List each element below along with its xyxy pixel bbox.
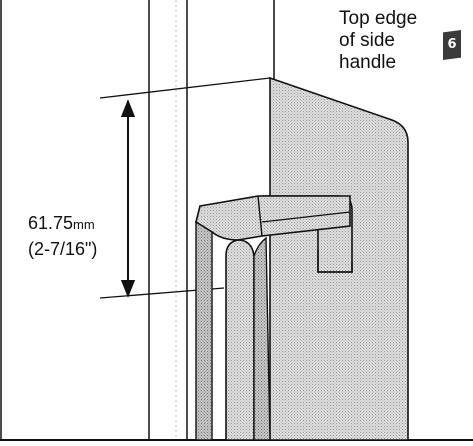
handle-arm-slot — [317, 250, 353, 273]
extension-line-top — [99, 77, 271, 99]
handle-grip-front — [225, 239, 255, 441]
callout-line-1: Top edge — [339, 8, 418, 29]
dimension-imperial: (2-7/16") — [28, 239, 98, 259]
dimension-value: 61.75 — [28, 213, 74, 233]
handle-grip-edge — [253, 236, 271, 441]
step-badge: 6 — [443, 30, 461, 60]
callout-line-2: of side — [339, 30, 395, 51]
dimension-label: 61.75mm (2-7/16") — [28, 211, 97, 261]
handle-top-edge — [257, 195, 263, 237]
dimension-metric: 61.75mm — [28, 211, 97, 237]
callout-label: Top edge of side handle — [339, 8, 417, 74]
dimension-unit: mm — [73, 217, 95, 232]
handle-grip-side — [195, 220, 213, 441]
handle-top-inner-edge — [261, 211, 351, 223]
callout-line-3: handle — [339, 52, 397, 73]
